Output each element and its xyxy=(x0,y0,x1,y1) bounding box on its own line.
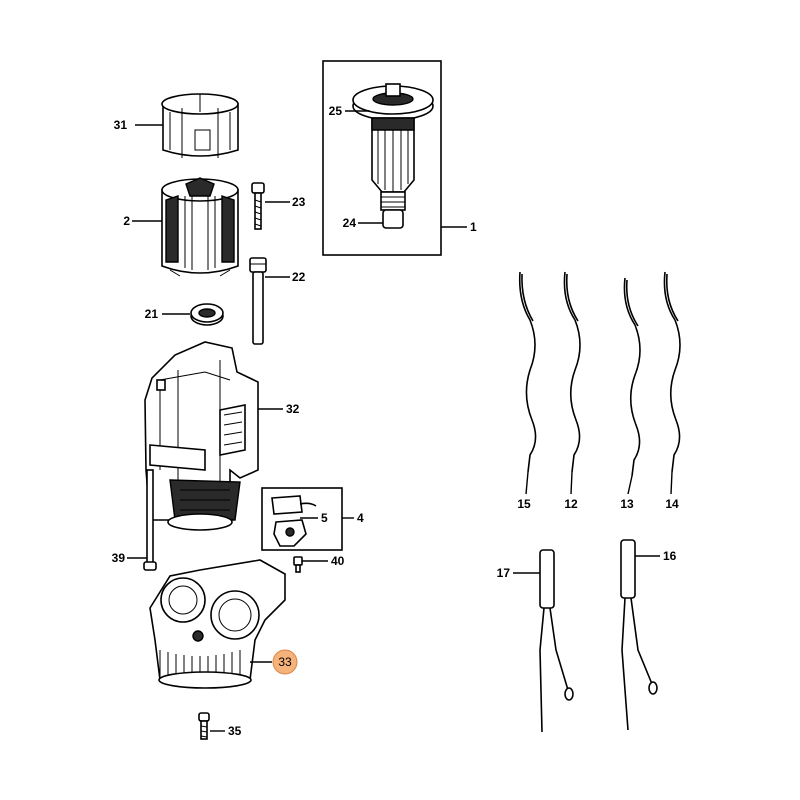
callout-23[interactable]: 23 xyxy=(292,195,306,209)
part-32-motor-housing xyxy=(144,341,259,531)
part-2-field-stator xyxy=(161,177,239,277)
leader-lines xyxy=(127,110,673,732)
callout-13[interactable]: 13 xyxy=(620,497,634,511)
part-23-screw xyxy=(251,182,265,230)
part-33-base-housing xyxy=(149,559,286,689)
callout-2[interactable]: 2 xyxy=(123,214,130,228)
part-35-screw xyxy=(198,712,210,740)
callout-labels: 31 2 23 22 21 32 5 4 39 40 35 25 24 1 15… xyxy=(112,104,679,738)
callout-21[interactable]: 21 xyxy=(145,307,159,321)
highlight-marker xyxy=(272,649,298,675)
part-40-screw xyxy=(293,556,303,573)
wire-14 xyxy=(663,271,681,473)
callout-17[interactable]: 17 xyxy=(497,566,511,580)
wire-15 xyxy=(518,271,537,473)
callout-33[interactable]: 33 xyxy=(278,655,292,669)
callout-31[interactable]: 31 xyxy=(114,118,128,132)
part-22-pin xyxy=(249,257,267,345)
callout-15[interactable]: 15 xyxy=(517,497,531,511)
part-16-brush-lead xyxy=(620,539,658,731)
callout-32[interactable]: 32 xyxy=(286,402,300,416)
part-39-bolt xyxy=(143,469,157,571)
callout-40[interactable]: 40 xyxy=(331,554,345,568)
callout-25[interactable]: 25 xyxy=(329,104,343,118)
callout-1[interactable]: 1 xyxy=(470,220,477,234)
callout-12[interactable]: 12 xyxy=(564,497,578,511)
callout-5[interactable]: 5 xyxy=(321,511,328,525)
callout-39[interactable]: 39 xyxy=(112,551,126,565)
callout-4[interactable]: 4 xyxy=(357,511,364,525)
wire-13 xyxy=(623,277,641,477)
callout-22[interactable]: 22 xyxy=(292,270,306,284)
callout-33-highlight[interactable]: 33 xyxy=(272,649,298,675)
callout-14[interactable]: 14 xyxy=(665,497,679,511)
callout-35[interactable]: 35 xyxy=(228,724,242,738)
callout-24[interactable]: 24 xyxy=(343,216,357,230)
part-31-brush-ring xyxy=(161,93,239,158)
callout-16[interactable]: 16 xyxy=(663,549,677,563)
part-4-switch-box xyxy=(261,487,343,551)
wire-12 xyxy=(563,271,581,473)
part-17-brush-lead xyxy=(539,549,574,733)
part-1-armature-box xyxy=(322,60,442,256)
part-21-bearing xyxy=(190,303,224,326)
